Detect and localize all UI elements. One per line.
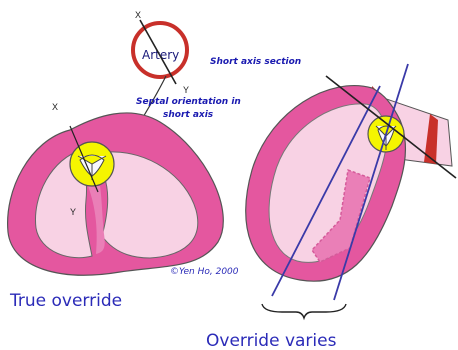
y-label-left: Y bbox=[70, 207, 76, 217]
x-label-top: X bbox=[135, 10, 141, 20]
short-axis-section-label: Short axis section bbox=[210, 57, 301, 67]
y-label-top: Y bbox=[183, 85, 189, 95]
copyright-label: ©Yen Ho, 2000 bbox=[170, 267, 239, 277]
artery-label: Artery bbox=[142, 48, 179, 62]
true-override-caption: True override bbox=[9, 291, 122, 311]
septal-orientation-label-2: short axis bbox=[163, 110, 214, 120]
short-axis-heart: X Y bbox=[8, 102, 224, 275]
override-varies-caption: Override varies bbox=[206, 331, 337, 350]
x-label-left: X bbox=[52, 102, 58, 112]
long-axis-heart bbox=[246, 64, 456, 318]
override-brace bbox=[262, 304, 346, 318]
septal-orientation-label-1: Septal orientation in bbox=[136, 97, 241, 107]
